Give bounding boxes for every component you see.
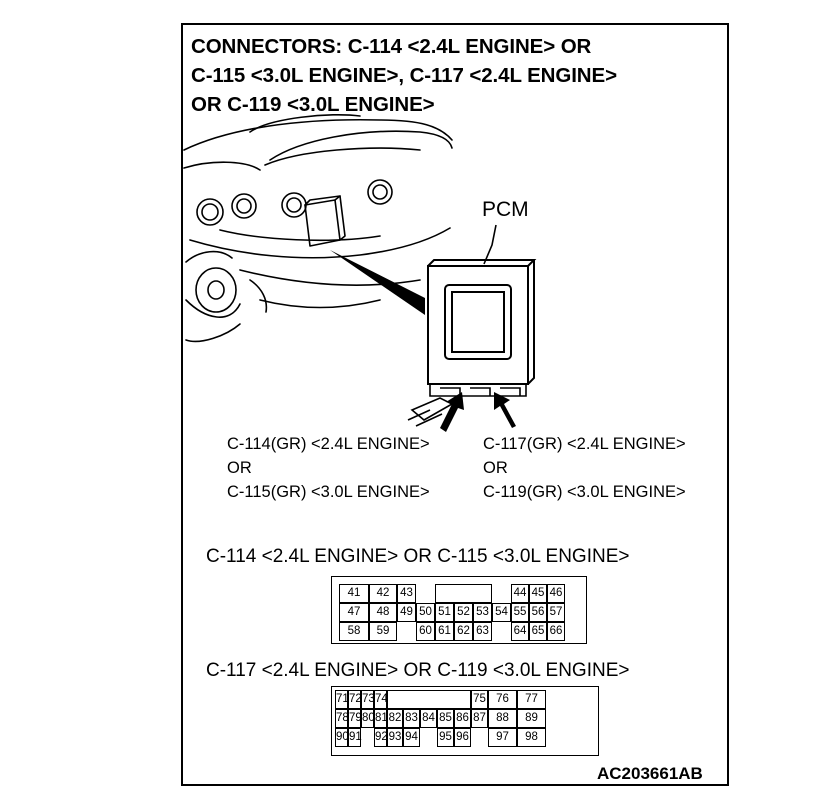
- pin-cell: 56: [529, 603, 547, 622]
- pin-cell: 51: [435, 603, 454, 622]
- pin-cell: 95: [437, 728, 454, 747]
- figure-frame: [181, 23, 729, 786]
- pin-cell: 79: [348, 709, 362, 728]
- pin-cell: 47: [339, 603, 369, 622]
- pin-cell: 83: [403, 709, 420, 728]
- pin-cell: 98: [517, 728, 546, 747]
- pin-cell: 64: [511, 622, 529, 641]
- pin-cell: 45: [529, 584, 547, 603]
- connector-a-heading: C-114 <2.4L ENGINE> OR C-115 <3.0L ENGIN…: [206, 546, 630, 567]
- pin-cell: 82: [387, 709, 403, 728]
- pin-cell: 60: [416, 622, 435, 641]
- connector-keyway: [387, 690, 471, 709]
- pin-cell: 94: [403, 728, 420, 747]
- pin-cell: 55: [511, 603, 529, 622]
- pin-cell: 54: [492, 603, 511, 622]
- pin-cell: 71: [335, 690, 349, 709]
- pin-cell: 75: [471, 690, 488, 709]
- left-connector-label-1: C-114(GR) <2.4L ENGINE>: [227, 435, 430, 453]
- pin-cell: 46: [547, 584, 565, 603]
- figure-title-line-3: OR C-119 <3.0L ENGINE>: [191, 93, 435, 116]
- pin-cell: 80: [361, 709, 375, 728]
- connector-keyway: [435, 584, 492, 603]
- pin-cell: 86: [454, 709, 471, 728]
- pin-cell: 96: [454, 728, 471, 747]
- pin-cell: 89: [517, 709, 546, 728]
- pin-cell: 73: [361, 690, 375, 709]
- figure-title-line-2: C-115 <3.0L ENGINE>, C-117 <2.4L ENGINE>: [191, 64, 617, 87]
- pin-cell: 97: [488, 728, 517, 747]
- pin-cell: 43: [397, 584, 416, 603]
- left-connector-label-3: C-115(GR) <3.0L ENGINE>: [227, 483, 430, 501]
- pin-cell: 52: [454, 603, 473, 622]
- pin-cell: 90: [335, 728, 349, 747]
- right-connector-label-3: C-119(GR) <3.0L ENGINE>: [483, 483, 686, 501]
- pin-cell: 78: [335, 709, 349, 728]
- pin-cell: 77: [517, 690, 546, 709]
- pin-cell: 65: [529, 622, 547, 641]
- pin-cell: 85: [437, 709, 454, 728]
- pin-cell: 88: [488, 709, 517, 728]
- pin-cell: 72: [348, 690, 362, 709]
- pin-cell: 49: [397, 603, 416, 622]
- pin-cell: 84: [420, 709, 437, 728]
- pin-cell: 50: [416, 603, 435, 622]
- left-connector-label-2: OR: [227, 459, 252, 477]
- pin-cell: 93: [387, 728, 403, 747]
- right-connector-label-1: C-117(GR) <2.4L ENGINE>: [483, 435, 686, 453]
- pin-cell: 63: [473, 622, 492, 641]
- pin-cell: 41: [339, 584, 369, 603]
- right-connector-label-2: OR: [483, 459, 508, 477]
- pin-cell: 91: [348, 728, 362, 747]
- pin-cell: 42: [369, 584, 397, 603]
- pin-cell: 44: [511, 584, 529, 603]
- pcm-label: PCM: [482, 198, 529, 221]
- pin-cell: 48: [369, 603, 397, 622]
- pin-cell: 76: [488, 690, 517, 709]
- pin-cell: 81: [374, 709, 388, 728]
- pin-cell: 92: [374, 728, 388, 747]
- pin-cell: 87: [471, 709, 488, 728]
- pin-cell: 62: [454, 622, 473, 641]
- figure-code: AC203661AB: [597, 764, 703, 783]
- pin-cell: 66: [547, 622, 565, 641]
- pin-cell: 59: [369, 622, 397, 641]
- connector-b-heading: C-117 <2.4L ENGINE> OR C-119 <3.0L ENGIN…: [206, 660, 630, 681]
- pin-cell: 57: [547, 603, 565, 622]
- pin-cell: 61: [435, 622, 454, 641]
- figure-title-line-1: CONNECTORS: C-114 <2.4L ENGINE> OR: [191, 35, 592, 58]
- pin-cell: 58: [339, 622, 369, 641]
- pin-cell: 53: [473, 603, 492, 622]
- pin-cell: 74: [374, 690, 388, 709]
